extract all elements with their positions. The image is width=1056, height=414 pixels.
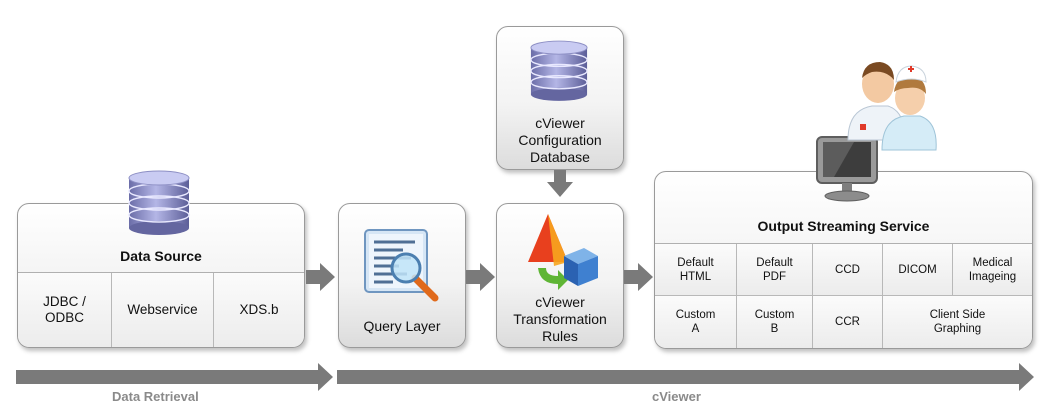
config-database-label: cViewer Configuration Database — [518, 115, 602, 165]
arrow-down-config-to-transformation — [547, 170, 573, 197]
query-document-magnifier-icon — [364, 229, 439, 302]
data-source-item-xds: XDS.b — [214, 273, 304, 347]
query-layer-label: Query Layer — [363, 318, 441, 334]
output-streaming-box: Output Streaming Service Default HTML De… — [654, 171, 1033, 349]
output-format-custom-a: Custom A — [655, 296, 737, 348]
arrow-query-to-transformation — [466, 263, 495, 291]
monitor-icon — [816, 136, 878, 202]
data-source-title: Data Source — [120, 248, 202, 264]
data-source-item-jdbc: JDBC / ODBC — [18, 273, 112, 347]
data-source-items: JDBC / ODBC Webservice XDS.b — [18, 272, 304, 347]
data-source-item-webservice: Webservice — [112, 273, 214, 347]
config-database-icon — [530, 40, 588, 101]
output-format-default-pdf: Default PDF — [737, 244, 813, 296]
data-retrieval-label: Data Retrieval — [112, 389, 199, 404]
arrow-transformation-to-output — [624, 263, 653, 291]
output-formats-grid: Default HTML Default PDF CCD DICOM Medic… — [655, 243, 1032, 348]
cviewer-phase-arrow — [337, 363, 1034, 391]
output-format-dicom: DICOM — [883, 244, 953, 296]
output-format-client-side-graphing: Client Side Graphing — [883, 296, 1032, 348]
data-source-database-icon — [128, 170, 190, 235]
cviewer-label: cViewer — [652, 389, 701, 404]
arrow-datasource-to-query — [306, 263, 335, 291]
output-format-custom-b: Custom B — [737, 296, 813, 348]
output-format-ccr: CCR — [813, 296, 883, 348]
doctor-nurse-icon — [847, 62, 937, 151]
shapes-transformation-icon — [528, 214, 598, 290]
output-format-medical-imaging: Medical Imageing — [953, 244, 1032, 296]
output-format-default-html: Default HTML — [655, 244, 737, 296]
transformation-rules-label: cViewer Transformation Rules — [513, 294, 607, 344]
output-streaming-title: Output Streaming Service — [757, 218, 930, 234]
data-retrieval-phase-arrow — [16, 363, 333, 391]
output-format-ccd: CCD — [813, 244, 883, 296]
